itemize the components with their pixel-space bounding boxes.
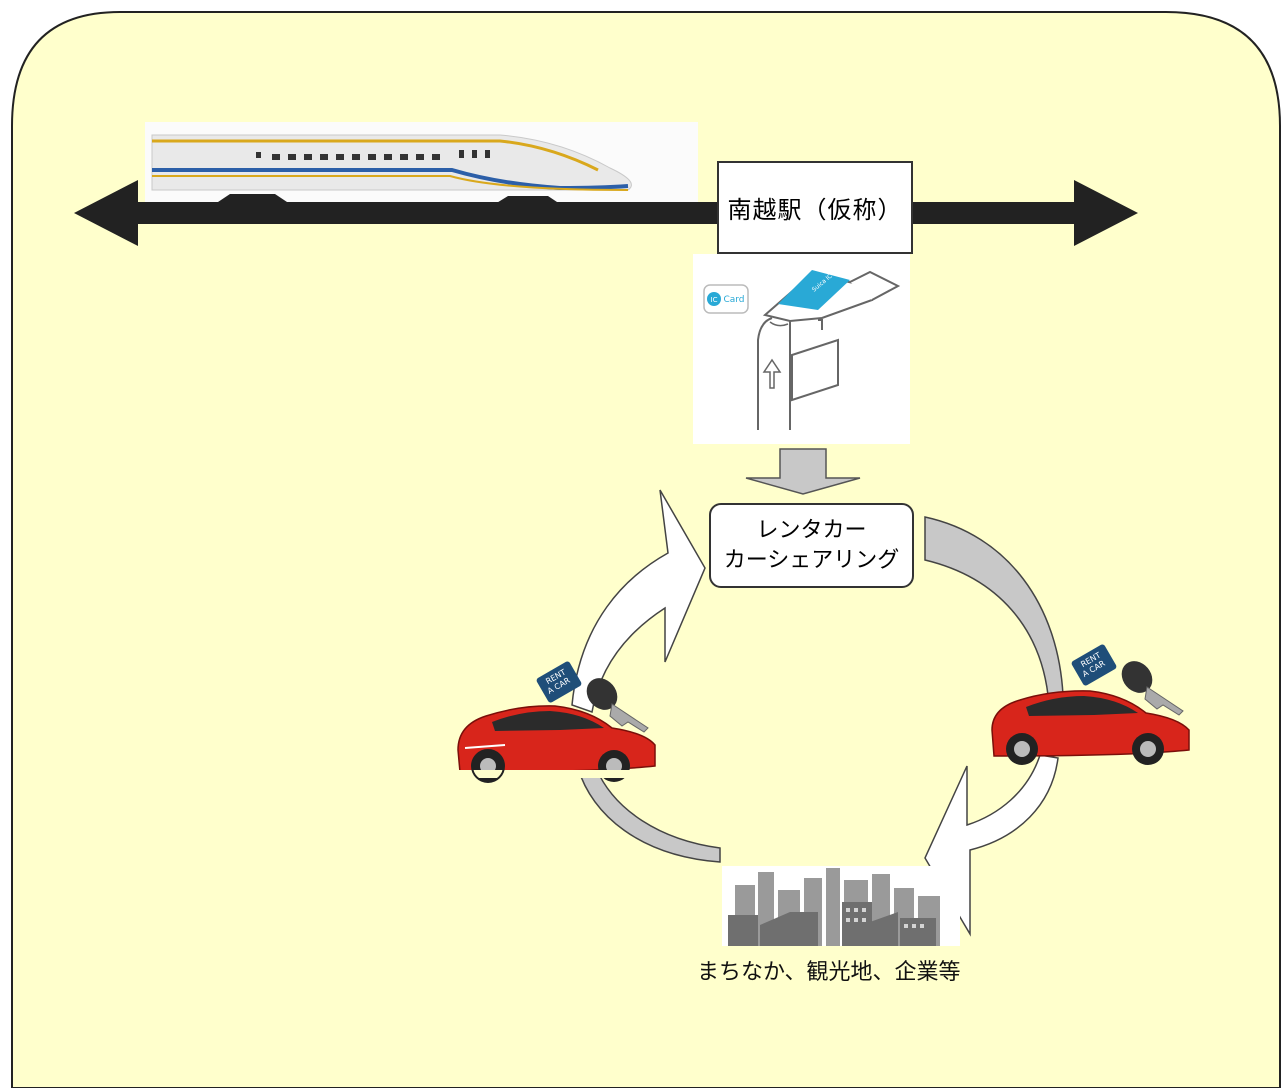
destination-label: まちなか、観光地、企業等 [697,960,961,985]
car-service-hub-box: レンタカー カーシェアリング [709,503,914,588]
hub-label-carsharing: カーシェアリング [723,547,900,573]
station-name: 南越駅（仮称） [727,196,903,224]
hub-label-rental: レンタカー [756,517,867,543]
svg-text:Card: Card [723,295,744,305]
shinkansen-icon [145,122,698,204]
ic-card-gate-icon: IC Card Suica IC Card [693,254,910,444]
down-arrow [745,448,861,495]
car-icon [455,705,657,783]
station-label-box: 南越駅（仮称） [717,161,913,254]
return-arrow-left [571,489,706,714]
city-skyline-icon [722,866,960,946]
car-icon [991,690,1190,765]
svg-text:IC: IC [711,296,718,304]
rental-key-icon: RENT A CAR [1071,644,1184,716]
rail-line-arrow [74,180,1138,246]
rental-key-icon: RENT A CAR [536,661,649,733]
